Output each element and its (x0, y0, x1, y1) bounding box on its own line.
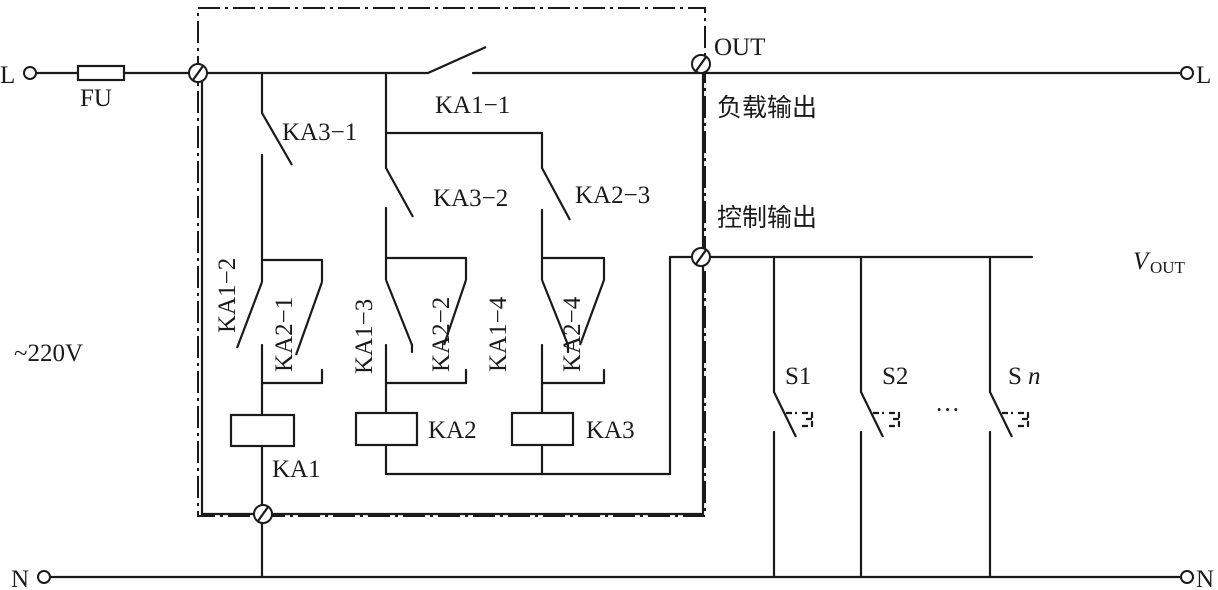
terminal-screw-top-left (188, 63, 208, 83)
label-N-right: N (1196, 566, 1214, 590)
label-ka1-4: KA1−4 (485, 296, 512, 372)
label-ka1-2: KA1−2 (214, 258, 241, 333)
coil-ka1 (229, 413, 296, 448)
terminal-screw-control (691, 247, 711, 267)
label-L-left: L (0, 62, 15, 89)
label-voltage: ~220V (14, 340, 83, 367)
label-L-right: L (1196, 62, 1211, 89)
label-s1: S1 (785, 363, 811, 390)
label-coil-ka2: KA2 (428, 417, 477, 444)
terminal-screw-out (691, 54, 711, 74)
fuse-symbol (76, 64, 126, 82)
terminal-screw-bottom (253, 504, 273, 524)
branch-ka2 (384, 71, 672, 476)
control-output-wire (668, 255, 1034, 476)
branch-ka1 (235, 71, 324, 579)
label-ka2-2: KA2−2 (428, 297, 455, 372)
switch-ka1-1 (427, 45, 487, 75)
label-fuse: FU (80, 85, 112, 112)
switch-s1 (772, 255, 814, 579)
label-N-left: N (11, 566, 29, 590)
label-ka2-1: KA2−1 (271, 297, 298, 372)
label-out: OUT (714, 34, 765, 61)
terminal-N-right (1180, 570, 1194, 584)
label-ka3-1: KA3−1 (282, 119, 357, 146)
branch-ka3 (540, 131, 606, 476)
label-s2: S2 (882, 363, 908, 390)
terminal-N-left (37, 570, 51, 584)
label-sn: S (1008, 363, 1022, 390)
label-vout-subscript: OUT (1150, 258, 1186, 277)
label-coil-ka3: KA3 (586, 417, 635, 444)
terminal-L-right (1180, 66, 1194, 80)
label-ka2-3: KA2−3 (575, 182, 650, 209)
label-ellipsis: ··· (935, 397, 960, 424)
label-ka2-4: KA2−4 (559, 296, 586, 372)
terminal-L-left (23, 66, 37, 80)
coil-ka3 (510, 411, 575, 447)
label-sn-subscript: n (1028, 363, 1041, 390)
label-coil-ka1: KA1 (272, 456, 321, 483)
label-control-output: 控制输出 (717, 203, 817, 232)
switch-sn (988, 255, 1030, 579)
label-load-output: 负载输出 (717, 93, 817, 122)
label-vout: V (1133, 248, 1151, 275)
label-ka3-2: KA3−2 (433, 185, 508, 212)
label-ka1-3: KA1−3 (351, 299, 378, 374)
switch-s2 (859, 255, 901, 579)
coil-ka2 (354, 411, 419, 447)
module-boundary (197, 7, 706, 517)
out-rail-wire (200, 71, 705, 516)
label-ka1-1: KA1−1 (435, 92, 510, 119)
